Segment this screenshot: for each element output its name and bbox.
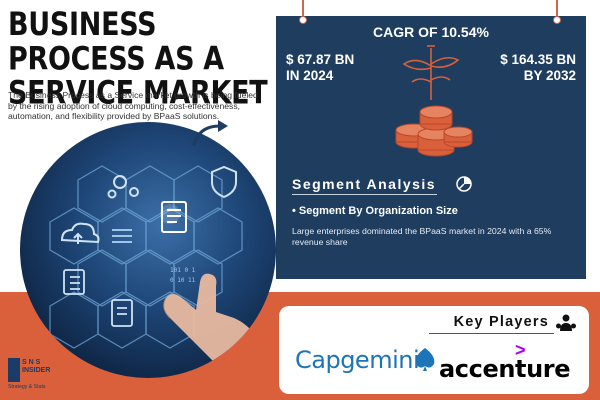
svg-text:0 10 11: 0 10 11 [170,277,196,284]
svg-text:101 0 1: 101 0 1 [170,267,196,274]
segment-divider [292,194,437,195]
hero-image: 101 0 1 0 10 11 [20,122,276,378]
value-2032-year: BY 2032 [523,68,576,83]
key-players-title: Key Players [453,314,549,330]
hanging-ring-left [299,16,307,24]
document-icon [111,299,133,327]
accenture-logo-text: accenture [439,355,571,383]
value-2024-amount: $ 67.87 BN [286,52,355,67]
accenture-chevron-icon: > [515,340,526,360]
segment-title: Segment Analysis [292,176,437,192]
value-2032-amount: $ 164.35 BN [500,52,576,67]
value-2024: $ 67.87 BN IN 2024 [286,52,354,84]
cagr-label: CAGR OF 10.54% [373,24,489,40]
checklist-icon [63,269,85,295]
stats-panel: CAGR OF 10.54% $ 67.87 BN IN 2024 $ 164.… [276,16,586,279]
curved-arrow-icon [192,120,228,147]
page-title: BUSINESS PROCESS AS A SERVICE MARKET [8,6,268,112]
key-players-divider [429,333,554,334]
lock-shield-icon [211,165,237,199]
capgemini-spade-icon [415,348,435,371]
description-text: The Business Process as a Service market… [8,90,258,121]
document-icon [161,201,187,233]
coins-stack-icon [395,45,473,157]
cloud-upload-icon [60,222,100,244]
key-players-card: Key Players Capgemini > accenture [279,306,589,394]
logo-letters-line2: INSIDER [22,367,51,374]
pie-chart-icon [456,176,472,192]
value-2024-year: IN 2024 [286,68,334,83]
segment-body: Large enterprises dominated the BPaaS ma… [292,226,552,247]
gears-icon [107,175,139,199]
plant-sprout-icon [402,45,460,100]
logo-letters-line1: S N S [22,359,41,366]
hanging-rope-left [302,0,304,20]
logo-tagline: Strategy & Stats [8,384,46,390]
segment-subheading: • Segment By Organization Size [292,205,458,217]
value-2032: $ 164.35 BN BY 2032 [500,52,576,84]
logo-letters: S N S INSIDER [22,359,50,375]
logo-mark [8,358,20,382]
hanging-rope-right [556,0,558,20]
brand-logo: S N S INSIDER Strategy & Stats [8,358,66,394]
hanging-ring-right [553,16,561,24]
capgemini-logo-text: Capgemini [295,346,420,374]
users-icon [556,314,576,331]
